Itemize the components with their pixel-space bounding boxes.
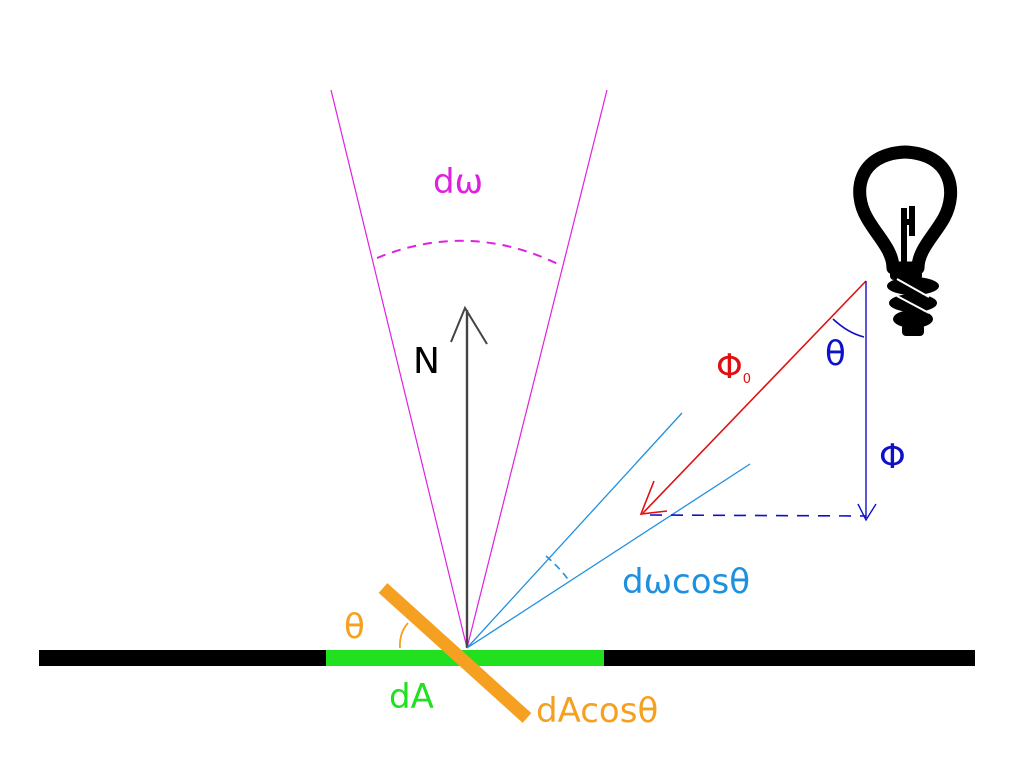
bulb-base (887, 270, 939, 336)
surface-angle-arc (399, 622, 409, 649)
incident-flux-symbol: Φ (716, 347, 743, 387)
solid-angle-arc (376, 239, 563, 267)
light-angle-label: θ (825, 334, 846, 374)
projected-cone-line-1 (466, 412, 683, 649)
light-angle-arc (832, 318, 865, 338)
normal-label: N (413, 341, 440, 382)
flux-label: Φ (879, 437, 906, 477)
projected-solid-angle-label: dωcosθ (622, 562, 750, 602)
bulb-filament (901, 206, 915, 268)
projected-cone-arc (545, 555, 571, 583)
solid-angle-label: dω (433, 162, 483, 202)
vertical-flux-arrowhead (857, 503, 877, 522)
incident-flux-subscript: 0 (743, 372, 751, 387)
surface-angle-label: θ (344, 607, 365, 647)
solid-angle-cone-left-edge (330, 89, 468, 649)
projected-area-bar (378, 583, 532, 723)
incident-ray-arrowhead (639, 480, 668, 515)
solid-angle-cone-right-edge (466, 89, 608, 649)
normal-arrowhead (450, 305, 488, 345)
incident-flux-label: Φ0 (716, 347, 751, 387)
projected-cone-line-2 (466, 463, 751, 649)
horizontal-dashed-line (649, 514, 867, 517)
bulb-glass (853, 145, 958, 275)
incident-ray (642, 280, 867, 514)
area-label: dA (389, 677, 434, 717)
projected-area-label: dAcosθ (536, 691, 658, 731)
light-bulb-icon (853, 145, 958, 336)
